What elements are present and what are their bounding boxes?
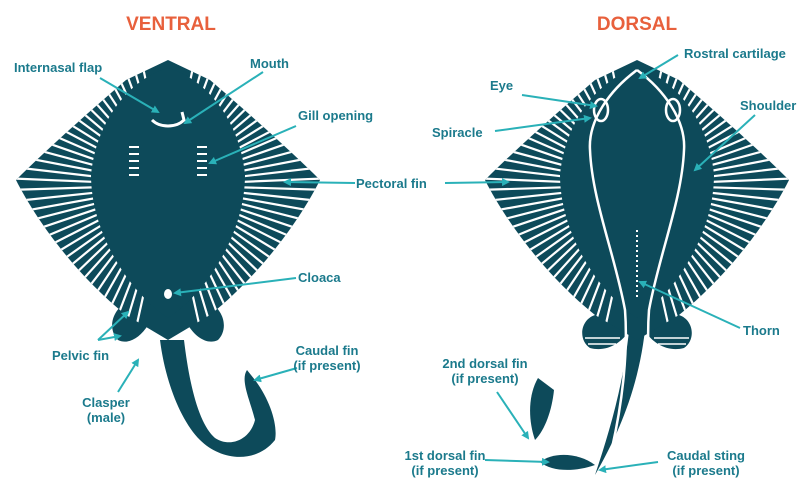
label-second-dorsal-fin-note: (if present) xyxy=(451,371,518,386)
label-internasal-flap: Internasal flap xyxy=(14,60,102,75)
arrow-caudal-fin xyxy=(255,368,297,380)
label-pectoral-fin: Pectoral fin xyxy=(356,176,427,191)
second-dorsal-fin-shape xyxy=(530,378,554,440)
label-thorn: Thorn xyxy=(743,323,780,338)
arrow-first-dorsal-fin xyxy=(485,460,548,462)
label-pelvic-fin: Pelvic fin xyxy=(52,348,109,363)
label-rostral-cartilage: Rostral cartilage xyxy=(684,46,786,61)
arrow-clasper xyxy=(118,360,138,392)
label-clasper: Clasper xyxy=(82,395,130,410)
label-mouth: Mouth xyxy=(250,56,289,71)
label-clasper-male: (male) xyxy=(87,410,125,425)
label-caudal-sting: Caudal sting xyxy=(667,448,745,463)
dorsal-title: DORSAL xyxy=(597,14,678,35)
label-second-dorsal-fin: 2nd dorsal fin xyxy=(442,356,527,371)
label-caudal-fin-note: (if present) xyxy=(293,358,360,373)
ventral-title: VENTRAL xyxy=(126,14,216,35)
label-caudal-fin: Caudal fin xyxy=(296,343,359,358)
label-spiracle: Spiracle xyxy=(432,125,483,140)
arrow-caudal-sting xyxy=(600,462,658,470)
label-first-dorsal-fin-note: (if present) xyxy=(411,463,478,478)
arrow-pectoral-fin-dorsal xyxy=(445,182,508,183)
label-first-dorsal-fin: 1st dorsal fin xyxy=(405,448,486,463)
label-caudal-sting-note: (if present) xyxy=(672,463,739,478)
label-eye: Eye xyxy=(490,78,513,93)
arrow-pectoral-fin xyxy=(285,182,355,183)
ventral-tail-fin xyxy=(160,340,276,457)
first-dorsal-fin-shape xyxy=(540,455,595,470)
arrow-second-dorsal-fin xyxy=(497,392,528,438)
cloaca-shape xyxy=(164,289,172,299)
dorsal-view xyxy=(417,0,808,475)
label-cloaca: Cloaca xyxy=(298,270,341,285)
label-shoulder: Shoulder xyxy=(740,98,796,113)
label-gill-opening: Gill opening xyxy=(298,108,373,123)
